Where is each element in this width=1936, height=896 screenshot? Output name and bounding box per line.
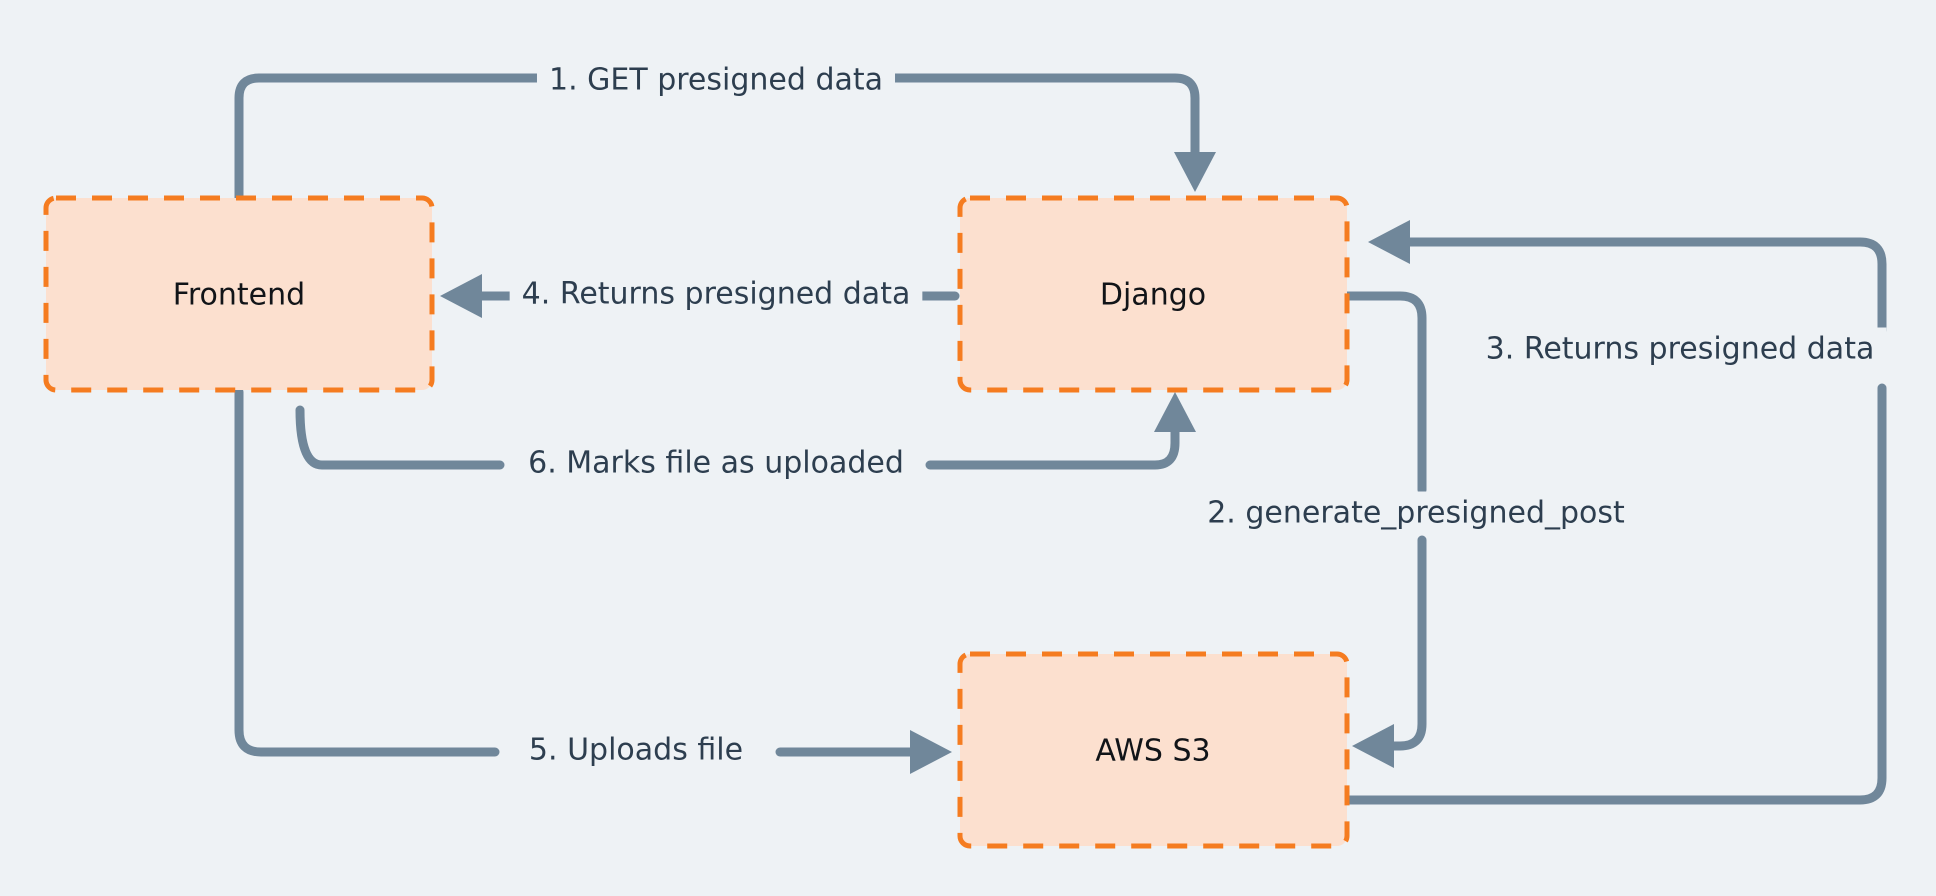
edge-4-label-backdrop bbox=[509, 272, 923, 316]
edge-3-line-upper bbox=[1405, 237, 1887, 335]
edge-6-label-backdrop bbox=[516, 441, 916, 485]
node-aws-s3[interactable]: AWS S3 bbox=[957, 651, 1350, 849]
edge-5-arrowhead bbox=[910, 730, 952, 774]
edge-2-line-lower bbox=[1380, 535, 1427, 751]
edge-2-generate-presigned-post: 2. generate_presigned_post bbox=[1195, 291, 1638, 768]
edge-1-label-backdrop bbox=[536, 58, 896, 102]
edge-4-arrowhead bbox=[440, 274, 482, 318]
edge-6-arrowhead bbox=[1154, 392, 1196, 432]
edge-5-label: 5. Uploads file bbox=[529, 733, 743, 768]
edge-3-label: 3. Returns presigned data bbox=[1486, 332, 1875, 367]
edge-3-arrowhead bbox=[1368, 220, 1410, 264]
edge-5-label-backdrop bbox=[516, 728, 756, 772]
edge-6-line-left bbox=[295, 405, 505, 470]
edge-1-get-presigned-data: 1. GET presigned data bbox=[234, 58, 1216, 203]
edge-6-line-right bbox=[925, 423, 1180, 470]
node-frontend-box[interactable] bbox=[43, 195, 435, 393]
edge-2-line-upper bbox=[1342, 291, 1427, 495]
edge-4-label: 4. Returns presigned data bbox=[522, 277, 911, 312]
edge-3-line-lower bbox=[1342, 383, 1887, 805]
edge-4-returns-presigned-data: 4. Returns presigned data bbox=[440, 272, 960, 318]
node-django-box[interactable] bbox=[957, 195, 1350, 393]
edge-6-label: 6. Marks file as uploaded bbox=[528, 446, 904, 481]
edge-5-line-left bbox=[234, 387, 500, 757]
edge-1-arrowhead bbox=[1174, 152, 1216, 192]
edge-6-marks-file-as-uploaded: 6. Marks file as uploaded bbox=[295, 392, 1196, 485]
edge-2-label-backdrop bbox=[1195, 491, 1638, 535]
edge-1-label: 1. GET presigned data bbox=[549, 63, 883, 98]
edge-3-label-backdrop bbox=[1473, 327, 1887, 371]
node-django[interactable]: Django bbox=[957, 195, 1350, 393]
edge-3-returns-presigned-data: 3. Returns presigned data bbox=[1342, 220, 1887, 805]
node-django-label: Django bbox=[1100, 278, 1206, 313]
node-aws-s3-label: AWS S3 bbox=[1095, 734, 1210, 769]
edge-2-arrowhead bbox=[1352, 724, 1394, 768]
edge-2-label: 2. generate_presigned_post bbox=[1207, 496, 1625, 531]
node-aws-s3-box[interactable] bbox=[957, 651, 1350, 849]
edge-5-uploads-file: 5. Uploads file bbox=[234, 387, 952, 774]
node-frontend[interactable]: Frontend bbox=[43, 195, 435, 393]
node-frontend-label: Frontend bbox=[173, 278, 305, 313]
